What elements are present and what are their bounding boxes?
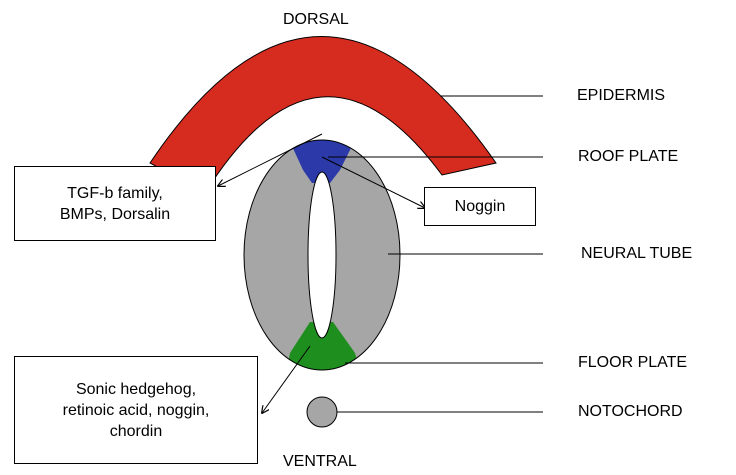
notochord-shape [307,397,337,427]
notochord-label: NOTOCHORD [578,402,683,421]
noggin-label: Noggin [455,196,506,217]
ventral-signals-line-2: retinoic acid, noggin, [63,400,210,421]
floor-plate-label: FLOOR PLATE [578,353,687,372]
ventral-label: VENTRAL [283,452,357,471]
dorsal-signals-line-2: BMPs, Dorsalin [60,204,170,225]
dorsal-signals-line-1: TGF-b family, [60,183,170,204]
ventral-signals-line-1: Sonic hedgehog, [63,379,210,400]
noggin-box: Noggin [424,187,536,226]
central-canal [308,172,336,338]
neural-tube-label: NEURAL TUBE [581,244,692,263]
epidermis-label: EPIDERMIS [577,86,665,105]
ventral-signals-line-3: chordin [63,421,210,442]
dorsal-label: DORSAL [283,10,349,29]
ventral-signals-box: Sonic hedgehog, retinoic acid, noggin, c… [14,356,258,464]
dorsal-signals-box: TGF-b family, BMPs, Dorsalin [14,166,216,241]
roof-plate-label: ROOF PLATE [578,147,678,166]
